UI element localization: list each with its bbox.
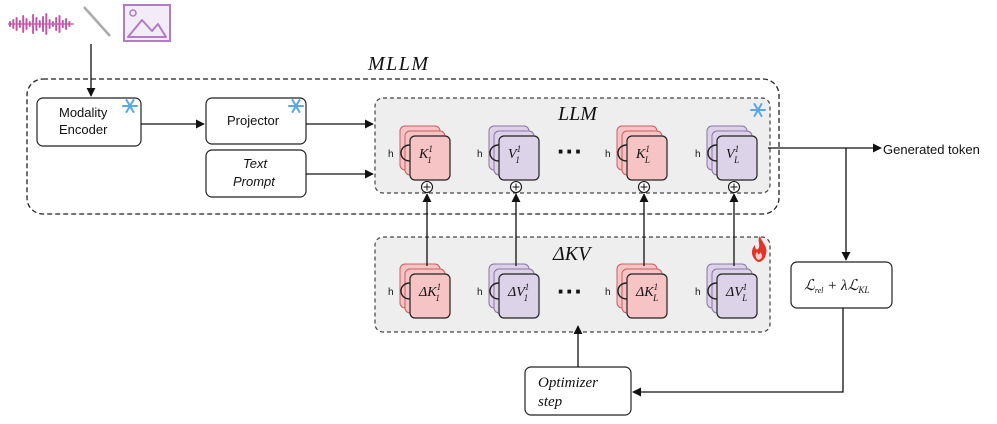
text-prompt-line2: Prompt [233,174,276,189]
input-icons [8,4,171,42]
h-label: h [695,287,701,298]
connection-arrows [86,44,882,397]
generated-token-label: Generated token [883,142,980,157]
h-label: h [605,149,611,160]
llm-ellipsis: ··· [557,136,583,166]
plus-circle-icon [637,180,651,194]
projector-label: Projector [227,113,280,128]
text-prompt-box: Text Prompt [205,149,307,198]
modality-encoder-line2: Encoder [59,122,108,137]
plus-circle-icon [420,180,434,194]
mllm-region [26,78,780,215]
delta-kv-label: ΔKV [552,243,593,265]
h-label: h [477,149,483,160]
text-prompt-line1: Text [243,156,268,171]
audio-waveform-icon [8,13,74,35]
h-label: h [605,287,611,298]
plus-circle-icon [509,180,523,194]
llm-label: LLM [557,103,598,125]
loss-formula: ℒrel + λℒKL [804,278,869,295]
h-label: h [695,149,701,160]
flame-icon [751,236,767,262]
h-label: h [388,149,394,160]
modality-encoder-line1: Modality [59,105,108,120]
image-icon [123,4,171,42]
llm-panel [374,97,771,194]
optimizer-box: Optimizer step [524,366,632,416]
plus-circle-icon [727,180,741,194]
h-label: h [388,287,394,298]
delta-kv-panel [374,236,771,333]
delta-to-llm-arrows [420,180,741,266]
loss-box: ℒrel + λℒKL [790,261,893,309]
delta-ellipsis: ··· [557,276,583,306]
mllm-label: MLLM [367,53,430,75]
modality-encoder-box: Modality Encoder [36,97,142,147]
text-stroke-icon [83,6,111,37]
projector-box: Projector [205,97,307,145]
optimizer-line2: step [538,394,563,410]
h-label: h [477,287,483,298]
optimizer-line1: Optimizer [538,375,598,391]
